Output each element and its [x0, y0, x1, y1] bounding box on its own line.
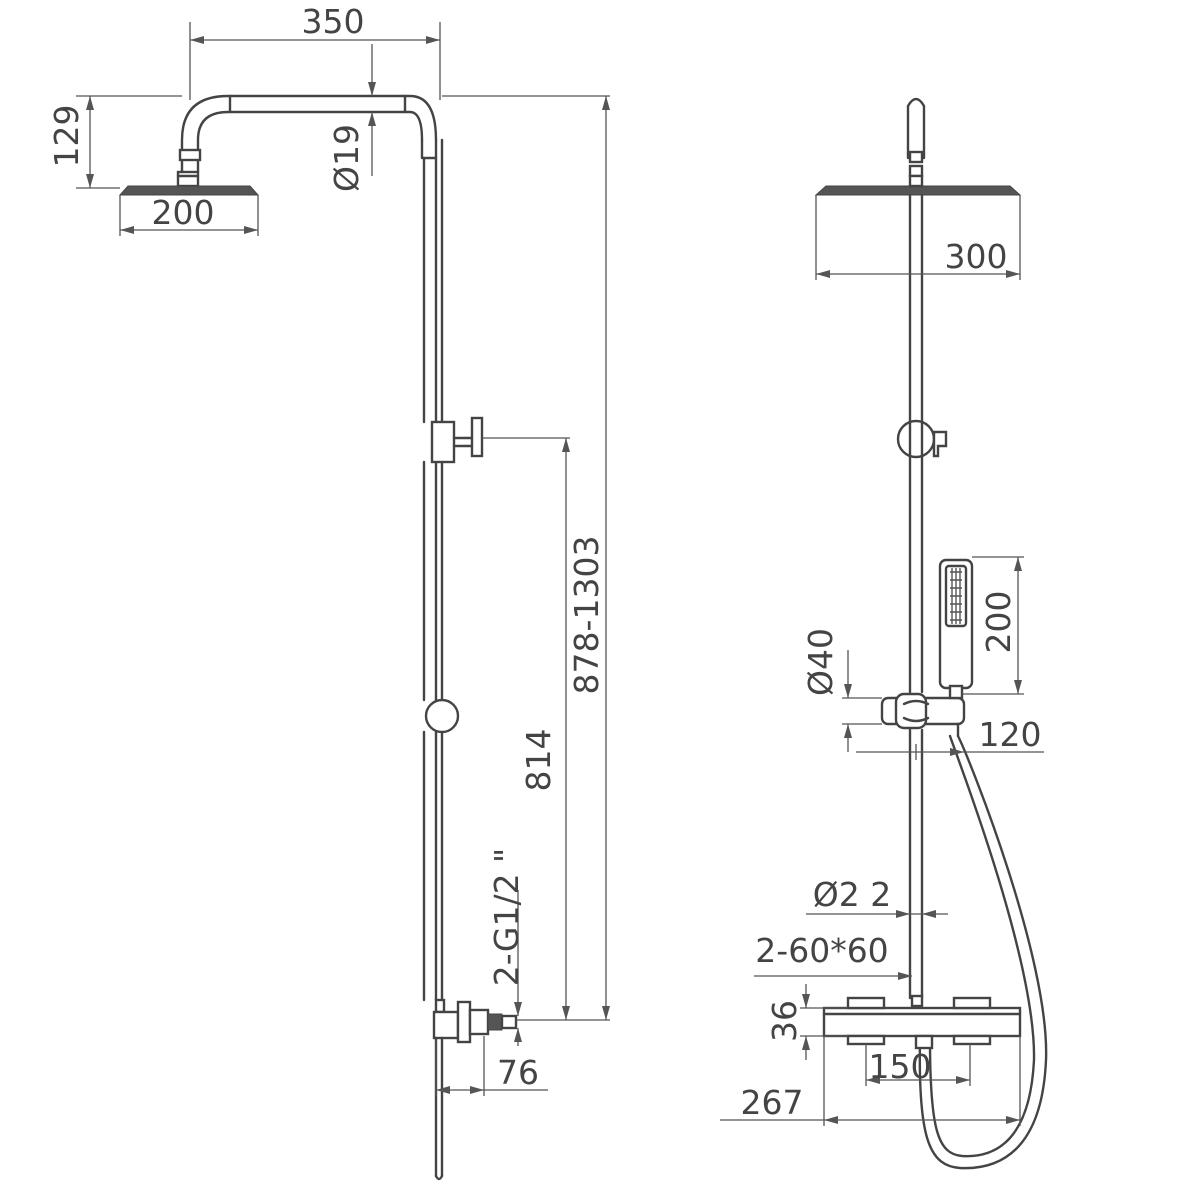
dim-label-878-1303: 878-1303: [567, 536, 606, 695]
side-shower-arm: [178, 94, 438, 174]
dim-slider-projection: 120: [856, 715, 1044, 760]
front-mixer: [822, 994, 1022, 1050]
dim-label-150: 150: [869, 1047, 932, 1086]
dim-label-267: 267: [741, 1083, 804, 1122]
dim-column-diameter: Ø2 2: [806, 875, 948, 918]
dim-label-side-200: 200: [152, 193, 215, 232]
front-column: [908, 193, 924, 1000]
dim-label-350: 350: [302, 2, 365, 41]
dim-valve-height: 36: [765, 984, 848, 1060]
dim-label-dia40: Ø40: [801, 628, 840, 696]
front-wall-bracket: [896, 419, 948, 459]
front-rain-head: [814, 174, 1022, 196]
dim-total-width: 267: [720, 1036, 1021, 1126]
dim-handset-length: 200: [962, 556, 1024, 695]
dim-column-height: 878-1303: [442, 95, 610, 1021]
dim-slider-diameter: Ø40: [801, 628, 882, 752]
dim-label-814: 814: [519, 729, 558, 792]
dim-label-120: 120: [979, 715, 1042, 754]
dim-centers: 150: [865, 1044, 971, 1086]
dim-label-g12: 2-G1/2 ": [487, 848, 526, 986]
dim-label-2-60x60: 2-60*60: [755, 931, 888, 970]
dim-label-dia19: Ø19: [327, 124, 366, 192]
dim-pipe-diameter: Ø19: [327, 44, 376, 192]
dim-inlet-thread: 2-G1/2 ": [487, 848, 526, 1046]
dim-label-front-200: 200: [979, 591, 1018, 654]
dim-head-height: 129: [47, 95, 182, 189]
side-wall-bracket: [430, 416, 484, 464]
side-rain-head: [118, 170, 260, 196]
front-handset: [938, 558, 974, 700]
dim-label-300: 300: [945, 237, 1008, 276]
side-column: [420, 138, 444, 1002]
side-slider-knob: [424, 698, 460, 734]
front-view: 300 200 Ø40 120: [720, 97, 1048, 1170]
dim-label-36: 36: [765, 1000, 804, 1042]
dim-side-head-width: 200: [119, 193, 259, 236]
dim-label-76: 76: [497, 1053, 539, 1092]
front-shower-arm: [906, 97, 926, 178]
side-mixer: [432, 998, 518, 1181]
dim-escutcheons: 2-60*60: [754, 931, 912, 980]
dim-label-dia22: Ø2 2: [813, 875, 891, 914]
front-slider: [880, 692, 966, 738]
dim-label-129: 129: [47, 105, 86, 168]
front-hose: [918, 734, 1048, 1170]
dim-holder-height: 814: [482, 437, 570, 1020]
dim-inlet-offset: 76: [435, 1036, 548, 1096]
dim-front-head-width: 300: [815, 195, 1021, 280]
side-view: 350 129 200 Ø19: [47, 2, 610, 1181]
dim-arm-length: 350: [189, 2, 441, 100]
